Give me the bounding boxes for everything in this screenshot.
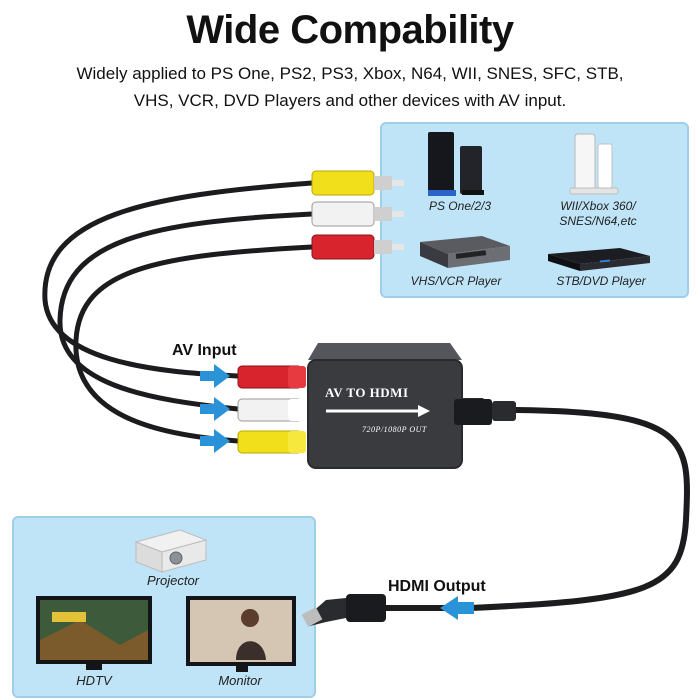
compatibility-description: Widely applied to PS One, PS2, PS3, Xbox… <box>20 60 680 114</box>
hdmi-plug-converter-side <box>454 399 516 425</box>
rca-plug-red-top <box>311 234 404 260</box>
projector-label: Projector <box>146 573 200 588</box>
subtitle-line-2: VHS, VCR, DVD Players and other devices … <box>133 91 567 110</box>
hdmi-cable <box>377 407 690 611</box>
rca-plug-white-converter <box>237 398 306 422</box>
monitor-label: Monitor <box>218 673 262 688</box>
hdtv-icon <box>36 596 152 670</box>
wii-console-icon <box>569 133 619 195</box>
wii-label-line-1: WII/Xbox 360/ <box>560 199 636 213</box>
converter-sublabel: 720P/1080P OUT <box>362 425 427 434</box>
wii-label-line-2: SNES/N64,etc <box>559 214 637 228</box>
hdmi-plug-display-side <box>301 594 386 627</box>
projector-icon <box>134 529 208 573</box>
rca-plug-yellow-converter <box>237 430 306 454</box>
arrow-icon <box>200 364 230 388</box>
stb-dvd-label: STB/DVD Player <box>556 274 646 288</box>
arrow-icon <box>200 429 230 453</box>
rca-plug-red-converter <box>237 365 306 389</box>
rca-cable-bundle <box>42 180 315 444</box>
converter-label: AV TO HDMI <box>325 385 409 400</box>
rca-plug-white-top <box>311 201 404 227</box>
arrow-icon <box>200 397 230 421</box>
stb-dvd-player-icon <box>548 248 650 271</box>
vhs-label: VHS/VCR Player <box>410 274 502 288</box>
monitor-icon <box>186 596 296 672</box>
hdtv-label: HDTV <box>76 673 112 688</box>
vhs-player-icon <box>420 236 510 268</box>
av-input-arrows <box>200 364 230 453</box>
hdmi-output-arrow-icon <box>440 596 474 620</box>
av-to-hdmi-converter <box>307 343 484 469</box>
subtitle-line-1: Widely applied to PS One, PS2, PS3, Xbox… <box>76 64 624 83</box>
wii-xbox-label: WII/Xbox 360/ SNES/N64,etc <box>548 199 648 229</box>
page-title: Wide Compability <box>186 8 514 52</box>
hdmi-output-callout: HDMI Output <box>388 578 486 595</box>
rca-plug-yellow-top <box>311 170 404 196</box>
av-input-callout: AV Input <box>172 342 237 359</box>
ps-label: PS One/2/3 <box>428 199 492 213</box>
playstation-icon <box>428 132 484 196</box>
